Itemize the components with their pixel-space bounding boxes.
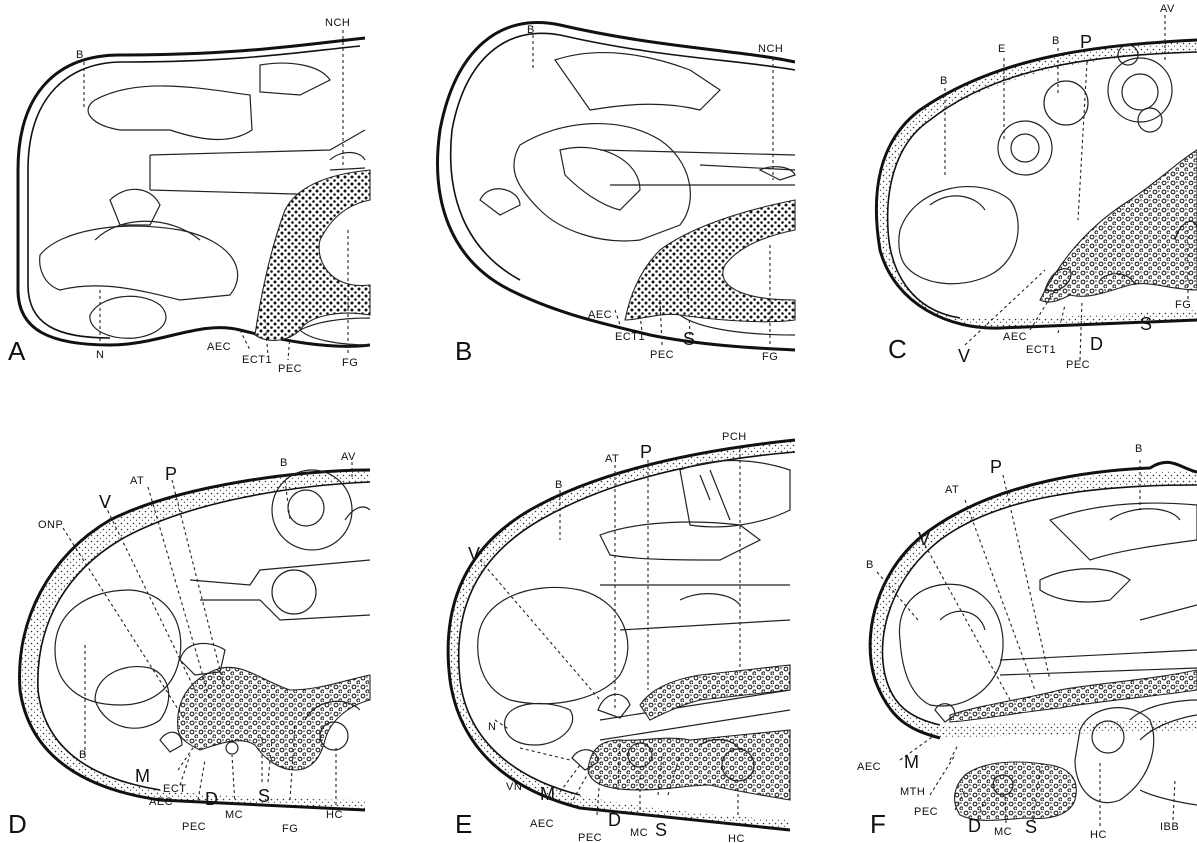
label-nch: NCH <box>325 17 350 29</box>
panel-letter-e: E <box>455 809 472 839</box>
label-d: D <box>968 816 981 836</box>
panel-letter-b: B <box>455 336 472 366</box>
label-fg: FG <box>1175 299 1191 311</box>
label-m: M <box>904 752 919 772</box>
label-b: B <box>527 24 535 36</box>
label-d: D <box>205 789 218 809</box>
label-hc: HC <box>728 833 745 843</box>
label-b: B <box>76 49 84 61</box>
label-ect1: ECT1 <box>1026 344 1056 356</box>
label-pec: PEC <box>278 363 302 375</box>
label-ect1: ECT1 <box>242 354 272 366</box>
label-pec: PEC <box>182 821 206 833</box>
label-b: B <box>866 559 874 571</box>
label-v: V <box>99 492 111 512</box>
panel-letter-f: F <box>870 809 886 839</box>
label-mc: MC <box>994 826 1012 838</box>
label-p: P <box>1080 32 1092 52</box>
label-aec: AEC <box>530 818 554 830</box>
label-fg: FG <box>762 351 778 363</box>
label-ibb: IBB <box>1160 821 1179 833</box>
label-m: M <box>540 784 555 804</box>
label-pec: PEC <box>650 349 674 361</box>
label-s: S <box>655 820 667 840</box>
panel-letter-d: D <box>8 809 27 839</box>
panel-letter-a: A <box>8 336 26 366</box>
label-mth: MTH <box>900 786 925 798</box>
panel-b: B NCH AEC ECT1 PEC S FG B <box>438 22 795 366</box>
panel-d: ONP V AT P B AV B M ECT AEC D PEC MC S F… <box>8 451 370 839</box>
label-hc: HC <box>1090 829 1107 841</box>
label-e: E <box>998 43 1006 55</box>
panel-e: B AT P PCH V N VN M AEC PEC D MC S HC E <box>448 431 795 843</box>
label-aec: AEC <box>149 796 173 808</box>
label-b: B <box>940 75 948 87</box>
label-p: P <box>990 457 1002 477</box>
label-v: V <box>468 544 480 564</box>
label-m: M <box>135 766 150 786</box>
label-n: N <box>488 721 496 733</box>
label-v: V <box>918 529 930 549</box>
label-d: D <box>1090 334 1103 354</box>
label-aec: AEC <box>1003 331 1027 343</box>
label-fg: FG <box>282 823 298 835</box>
panel-f: AT P B V B AEC M MTH PEC D MC S HC IBB F <box>857 443 1197 841</box>
label-v: V <box>958 346 970 366</box>
label-b: B <box>555 479 563 491</box>
label-s: S <box>258 786 270 806</box>
label-mc: MC <box>630 827 648 839</box>
label-b: B <box>1135 443 1143 455</box>
label-av: AV <box>1160 3 1175 15</box>
label-p: P <box>165 464 177 484</box>
label-pec: PEC <box>1066 359 1090 371</box>
label-ect: ECT <box>163 783 187 795</box>
label-pec: PEC <box>914 806 938 818</box>
label-aec: AEC <box>207 341 231 353</box>
label-p: P <box>640 442 652 462</box>
label-onp: ONP <box>38 519 63 531</box>
label-b: B <box>79 749 87 761</box>
label-b: B <box>280 457 288 469</box>
label-hc: HC <box>326 809 343 821</box>
label-vn: VN <box>506 781 522 793</box>
label-s: S <box>1025 817 1037 837</box>
label-aec: AEC <box>857 761 881 773</box>
label-av: AV <box>341 451 356 463</box>
label-pec: PEC <box>578 832 602 843</box>
label-mc: MC <box>225 809 243 821</box>
label-s: S <box>683 329 695 349</box>
panel-a: B NCH N AEC ECT1 PEC FG A <box>8 17 370 375</box>
label-at: AT <box>945 484 959 496</box>
label-fg: FG <box>342 357 358 369</box>
label-b: B <box>1052 35 1060 47</box>
label-aec: AEC <box>588 309 612 321</box>
label-pch: PCH <box>722 431 747 443</box>
label-at: AT <box>130 475 144 487</box>
label-ect1: ECT1 <box>615 331 645 343</box>
panel-c: B E B P AV V AEC ECT1 D S PEC FG C <box>876 3 1197 371</box>
panel-letter-c: C <box>888 334 907 364</box>
label-n: N <box>96 349 104 361</box>
label-nch: NCH <box>758 43 783 55</box>
label-d: D <box>608 810 621 830</box>
label-s: S <box>1140 314 1152 334</box>
label-at: AT <box>605 453 619 465</box>
